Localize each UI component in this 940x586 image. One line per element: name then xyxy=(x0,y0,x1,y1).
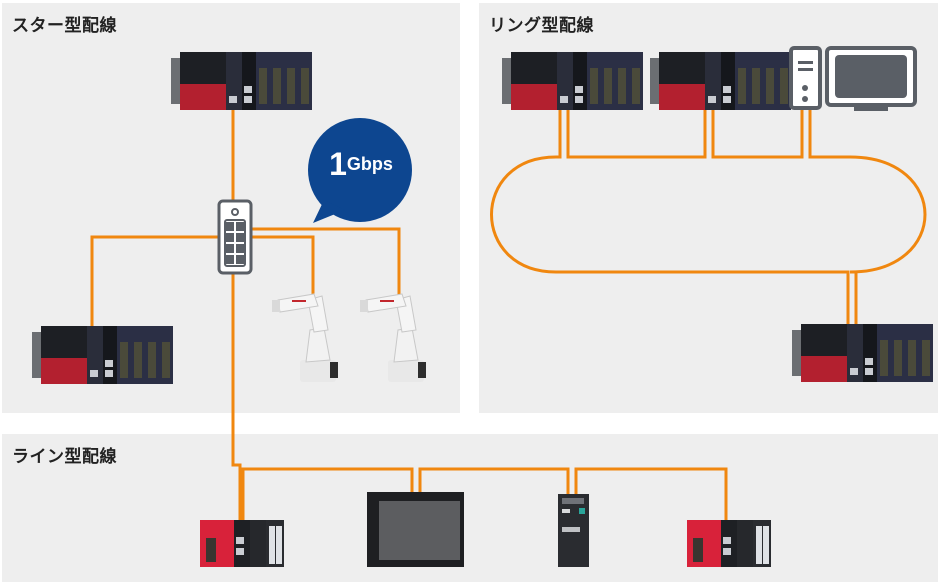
bandwidth-number: 1 xyxy=(329,146,347,182)
ethernet-switch-icon xyxy=(217,199,253,275)
bandwidth-unit: Gbps xyxy=(346,154,393,174)
ring-topology-title: リング型配線 xyxy=(489,16,594,36)
plc-left xyxy=(32,326,173,384)
compact-plc-1 xyxy=(200,520,284,567)
robot-arm-2 xyxy=(359,293,427,383)
pc-tower-icon xyxy=(789,46,822,110)
line-topology-panel: ライン型配線 xyxy=(2,434,938,582)
line-topology-title: ライン型配線 xyxy=(12,447,117,467)
plc-top xyxy=(171,52,312,110)
speech-bubble xyxy=(308,118,412,223)
bandwidth-label: 1Gbps xyxy=(316,146,406,183)
compact-plc-2 xyxy=(687,520,771,567)
inverter xyxy=(558,494,589,567)
robot-arm-1 xyxy=(271,293,339,383)
star-cables xyxy=(90,108,401,520)
hmi-touch-panel xyxy=(367,492,464,567)
plc-ring-2 xyxy=(650,52,791,110)
plc-ring-1 xyxy=(502,52,643,110)
ring-cables xyxy=(490,108,927,330)
line-cables xyxy=(241,467,728,520)
star-topology-title: スター型配線 xyxy=(12,16,117,36)
plc-ring-bottom xyxy=(792,324,933,382)
monitor-icon xyxy=(825,46,917,111)
